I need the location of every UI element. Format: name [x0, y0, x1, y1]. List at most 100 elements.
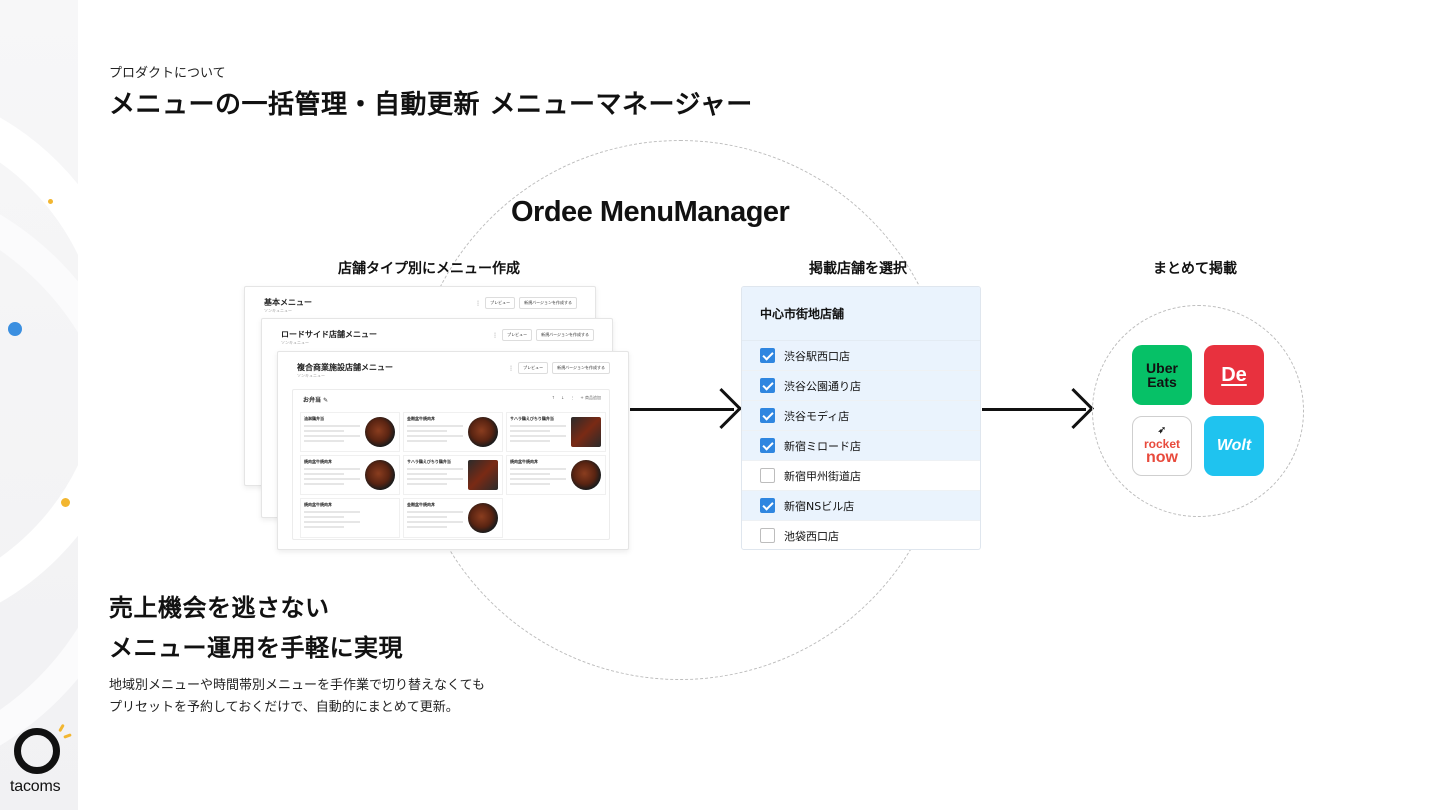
menu-card-sub: ソンキュニュー	[281, 340, 309, 345]
menu-item-photo	[365, 417, 395, 447]
new-version-button[interactable]: 新規バージョンを作成する	[552, 362, 610, 374]
menu-item-description-line	[407, 526, 447, 528]
store-row[interactable]: 新宿甲州街道店	[742, 461, 980, 491]
menu-item-card[interactable]: 焼肉盆牛焼肉丼	[300, 455, 400, 495]
store-name: 新宿ミロード店	[784, 439, 861, 453]
menu-item-description-line	[510, 483, 550, 485]
arrow-right-icon	[982, 408, 1086, 411]
menu-item-card[interactable]: 金剛盆牛焼肉丼	[403, 498, 503, 538]
brand-title: Ordee MenuManager	[511, 196, 790, 228]
menu-item-description-line	[510, 473, 550, 475]
down-icon[interactable]: ↓	[561, 395, 565, 400]
decorative-dot	[48, 199, 53, 204]
decorative-dot	[61, 498, 70, 507]
checkbox-unchecked-icon[interactable]	[760, 528, 775, 543]
menu-item-name: 金剛盆牛焼肉丼	[407, 416, 435, 421]
rocket-text: rocket	[1143, 437, 1181, 451]
menu-card-actions: ⋮ プレビュー 新規バージョンを作成する	[492, 329, 594, 341]
preview-button[interactable]: プレビュー	[485, 297, 516, 309]
menu-item-name: 油淋鶏弁当	[304, 416, 324, 421]
checkbox-checked-icon[interactable]	[760, 408, 775, 423]
menu-item-description-line	[407, 425, 463, 427]
now-text: now	[1146, 449, 1178, 466]
column-title-publish: まとめて掲載	[1153, 261, 1237, 277]
menu-card-actions: ⋮ プレビュー 新規バージョンを作成する	[475, 297, 577, 309]
kebab-icon[interactable]: ⋮	[570, 395, 575, 400]
checkbox-checked-icon[interactable]	[760, 348, 775, 363]
logo-ring-icon	[14, 728, 60, 774]
edit-icon[interactable]: ✎	[323, 397, 329, 404]
menu-item-description-line	[510, 468, 566, 470]
logo-text: tacoms	[10, 778, 61, 795]
logo-spark-icon	[58, 723, 65, 733]
menu-item-name: 金剛盆牛焼肉丼	[407, 502, 435, 507]
store-row[interactable]: 渋谷モディ店	[742, 401, 980, 431]
menu-item-description-line	[407, 440, 447, 442]
menu-card-sub: ソンキュニュー	[297, 373, 325, 378]
menu-item-photo	[571, 417, 601, 447]
menu-item-name: 焼肉盆牛焼肉丼	[304, 502, 332, 507]
kebab-icon[interactable]: ⋮	[508, 364, 515, 372]
menu-item-description-line	[407, 430, 447, 432]
new-version-button[interactable]: 新規バージョンを作成する	[519, 297, 577, 309]
menu-item-description-line	[407, 478, 463, 480]
menu-item-name: 焼肉盆牛焼肉丼	[510, 459, 538, 464]
bento-category-panel: お弁当 ✎ ↑ ↓ ⋮ + 商品追加 油淋鶏弁当金剛盆牛焼肉丼サハラ鶏えびちり鶏…	[292, 389, 610, 540]
store-row[interactable]: 新宿ミロード店	[742, 431, 980, 461]
eyebrow: プロダクトについて	[109, 66, 226, 81]
menu-item-card[interactable]: 金剛盆牛焼肉丼	[403, 412, 503, 452]
platform-circle	[1092, 305, 1304, 517]
store-row[interactable]: 池袋西口店	[742, 521, 980, 549]
menu-item-description-line	[304, 483, 344, 485]
preview-button[interactable]: プレビュー	[502, 329, 533, 341]
menu-item-description-line	[407, 468, 463, 470]
store-row[interactable]: 渋谷駅西口店	[742, 341, 980, 371]
category-tools: ↑ ↓ ⋮ + 商品追加	[552, 395, 601, 401]
menu-item-photo	[468, 460, 498, 490]
checkbox-checked-icon[interactable]	[760, 498, 775, 513]
kebab-icon[interactable]: ⋮	[492, 331, 499, 339]
arrow-right-icon	[630, 408, 734, 411]
menu-item-card[interactable]: サハラ鶏えびちり鶏弁当	[403, 455, 503, 495]
menu-item-description-line	[304, 473, 344, 475]
column-title-create: 店舗タイプ別にメニュー作成	[338, 261, 520, 277]
menu-item-description-line	[510, 478, 566, 480]
column-title-select: 掲載店舗を選択	[809, 261, 907, 277]
menu-item-description-line	[510, 425, 566, 427]
checkbox-checked-icon[interactable]	[760, 438, 775, 453]
menu-item-description-line	[304, 430, 344, 432]
up-icon[interactable]: ↑	[551, 395, 556, 400]
menu-item-description-line	[304, 478, 360, 480]
preview-button[interactable]: プレビュー	[518, 362, 549, 374]
menu-item-grid: 油淋鶏弁当金剛盆牛焼肉丼サハラ鶏えびちり鶏弁当焼肉盆牛焼肉丼サハラ鶏えびちり鶏弁…	[300, 412, 606, 538]
menu-item-description-line	[407, 473, 447, 475]
tacoms-logo: tacoms	[8, 722, 72, 798]
menu-item-description-line	[407, 516, 447, 518]
add-item-button[interactable]: + 商品追加	[580, 395, 601, 400]
menu-item-card[interactable]: サハラ鶏えびちり鶏弁当	[506, 412, 606, 452]
wolt-logo: Wolt	[1204, 416, 1264, 476]
kebab-icon[interactable]: ⋮	[475, 299, 482, 307]
store-group-title: 中心市街地店舗	[742, 287, 980, 341]
menu-item-description-line	[304, 516, 344, 518]
store-name: 新宿NSビル店	[784, 499, 855, 513]
menu-item-card[interactable]: 焼肉盆牛焼肉丼	[506, 455, 606, 495]
store-row[interactable]: 新宿NSビル店	[742, 491, 980, 521]
checkbox-checked-icon[interactable]	[760, 378, 775, 393]
menu-card-title: ロードサイド店舗メニュー	[281, 330, 377, 339]
checkbox-unchecked-icon[interactable]	[760, 468, 775, 483]
menu-item-card[interactable]: 焼肉盆牛焼肉丼	[300, 498, 400, 538]
menu-item-description-line	[510, 430, 550, 432]
menu-item-description-line	[407, 483, 447, 485]
menu-item-card[interactable]: 油淋鶏弁当	[300, 412, 400, 452]
menu-item-description-line	[510, 435, 566, 437]
deliveroo-logo: De	[1204, 345, 1264, 405]
new-version-button[interactable]: 新規バージョンを作成する	[536, 329, 594, 341]
store-row[interactable]: 渋谷公園通り店	[742, 371, 980, 401]
category-title: お弁当 ✎	[303, 395, 328, 404]
menu-item-description-line	[304, 526, 344, 528]
eats-text: Eats	[1147, 374, 1177, 390]
menu-item-description-line	[510, 440, 550, 442]
menu-item-description-line	[407, 511, 463, 513]
menu-item-description-line	[304, 521, 360, 523]
